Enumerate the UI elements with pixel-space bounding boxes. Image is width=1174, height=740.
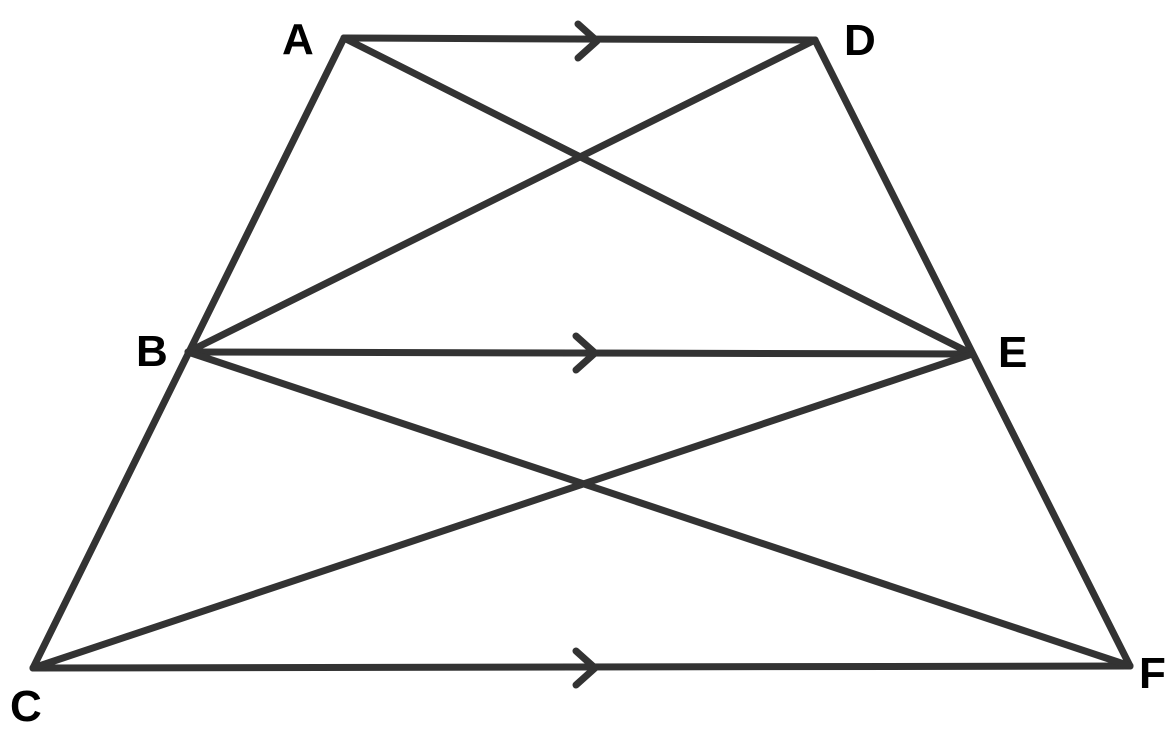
segment-BF — [184, 348, 1134, 670]
chevron-on-CF-icon — [572, 647, 599, 689]
chevron-on-AD-icon — [574, 20, 601, 62]
segment-AE — [340, 34, 976, 358]
segment-CF — [29, 662, 1134, 672]
vertex-label-A: A — [282, 15, 314, 64]
vertex-label-E: E — [998, 328, 1028, 377]
vertex-label-F: F — [1139, 649, 1166, 698]
vertex-label-B: B — [136, 327, 168, 376]
segment-BE — [184, 348, 976, 358]
segment-CE — [29, 350, 976, 672]
vertex-label-C: C — [10, 682, 42, 731]
segment-BD — [184, 36, 819, 356]
vertex-label-D: D — [844, 16, 876, 65]
segment-AD — [340, 34, 819, 44]
chevron-on-BE-icon — [572, 332, 599, 374]
